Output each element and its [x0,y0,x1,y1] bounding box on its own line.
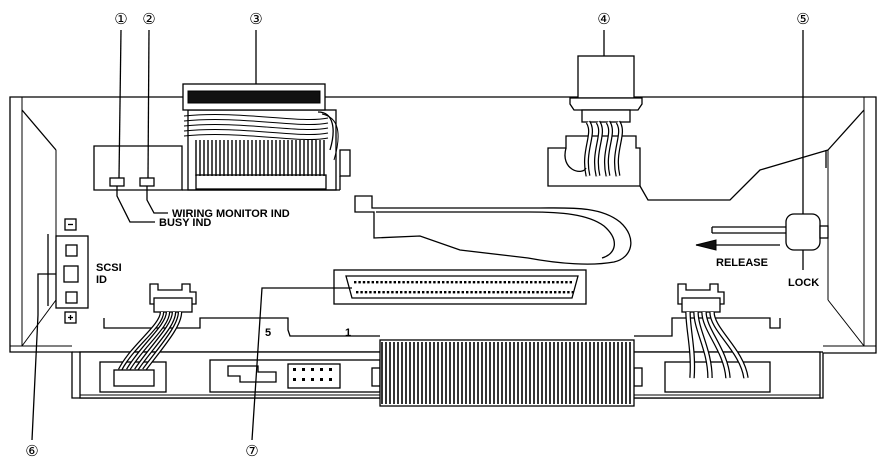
pin-5-label: 5 [265,327,271,339]
cable-loop [354,195,632,265]
top-ribbon-connector [182,83,351,191]
callout-3: ③ [249,10,262,28]
lock-label: LOCK [788,277,819,289]
callout-2: ② [142,10,155,28]
scsi-connector [251,269,587,441]
scsi-id-switch[interactable]: SCSI ID [31,218,122,441]
release-label: RELEASE [716,257,768,269]
indicator-panel: WIRING MONITOR IND BUSY IND [93,145,341,229]
busy-led [109,177,125,187]
callouts: ① ② ③ ④ ⑤ ⑥ ⑦ [25,10,809,460]
pin-header: 5 1 [227,327,351,389]
scsi-id-display [63,265,79,283]
callout-leaders [118,29,804,214]
lock-lever[interactable]: RELEASE LOCK [695,213,829,289]
scsi-id-up-button[interactable] [65,244,78,257]
callout-6: ⑥ [25,442,38,460]
right-wire-connector [677,283,749,379]
busy-ind-label: BUSY IND [159,217,211,229]
ribbon-cable-bottom [379,339,635,407]
wiring-monitor-ind-label: WIRING MONITOR IND [172,208,290,220]
callout-5: ⑤ [796,10,809,28]
callout-1: ① [114,10,127,28]
scsi-id-down-button[interactable] [65,291,78,304]
power-connector [547,55,643,187]
left-wire-connector [113,283,197,387]
wiring-monitor-led [139,177,155,187]
callout-7: ⑦ [245,442,258,460]
id-label: ID [96,274,107,286]
scsi-label: SCSI [96,262,122,274]
right-bracket [639,149,829,201]
callout-4: ④ [597,10,610,28]
pin-1-label: 1 [345,327,351,339]
